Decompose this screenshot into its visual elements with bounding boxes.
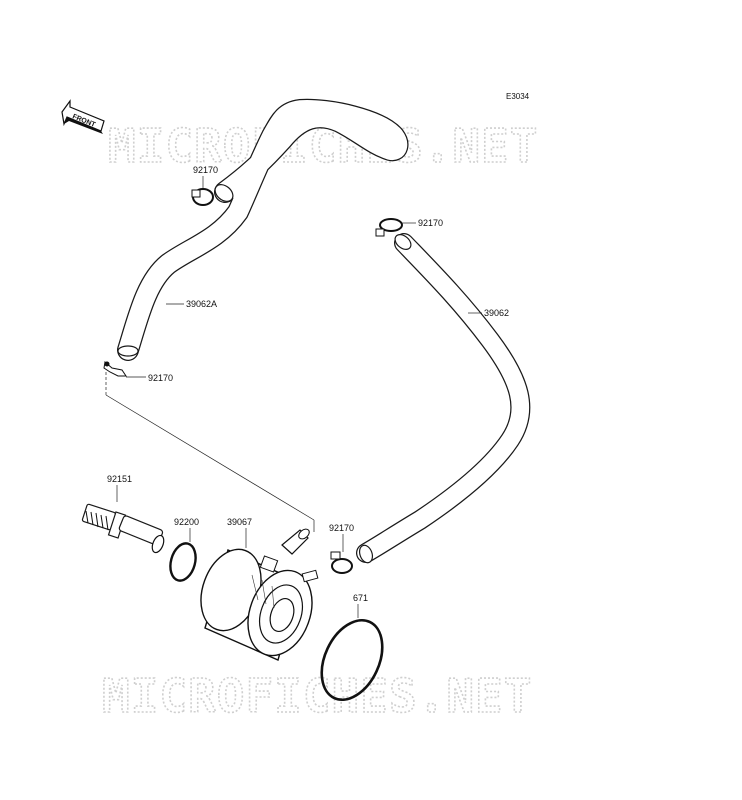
hose-left: [117, 98, 409, 361]
label-oil-cooler: 39067: [227, 517, 252, 527]
label-clamp-top: 92170: [193, 165, 218, 175]
fitting-icon: [81, 503, 165, 554]
o-ring-icon: [320, 618, 384, 702]
gasket-icon: [169, 542, 197, 582]
clamp-right-icon: [375, 218, 403, 237]
hose-right: [356, 233, 531, 564]
front-arrow-icon: FRONT: [61, 99, 105, 134]
label-o-ring: 671: [353, 593, 368, 603]
watermark-bottom: MICROFICHES.NET: [102, 669, 532, 723]
label-fitting: 92151: [107, 474, 132, 484]
label-hose-right: 39062: [484, 308, 509, 318]
label-clamp-bottom: 92170: [329, 523, 354, 533]
clamp-bottom-icon: [330, 551, 353, 574]
clamp-small-icon: [103, 361, 127, 377]
clamp-top-icon: [191, 188, 214, 206]
label-clamp-small: 92170: [148, 373, 173, 383]
label-clamp-right: 92170: [418, 218, 443, 228]
oil-cooler-icon: [200, 528, 319, 661]
diagram-code: E3034: [506, 92, 530, 101]
label-hose-left: 39062A: [186, 299, 217, 309]
label-gasket: 92200: [174, 517, 199, 527]
